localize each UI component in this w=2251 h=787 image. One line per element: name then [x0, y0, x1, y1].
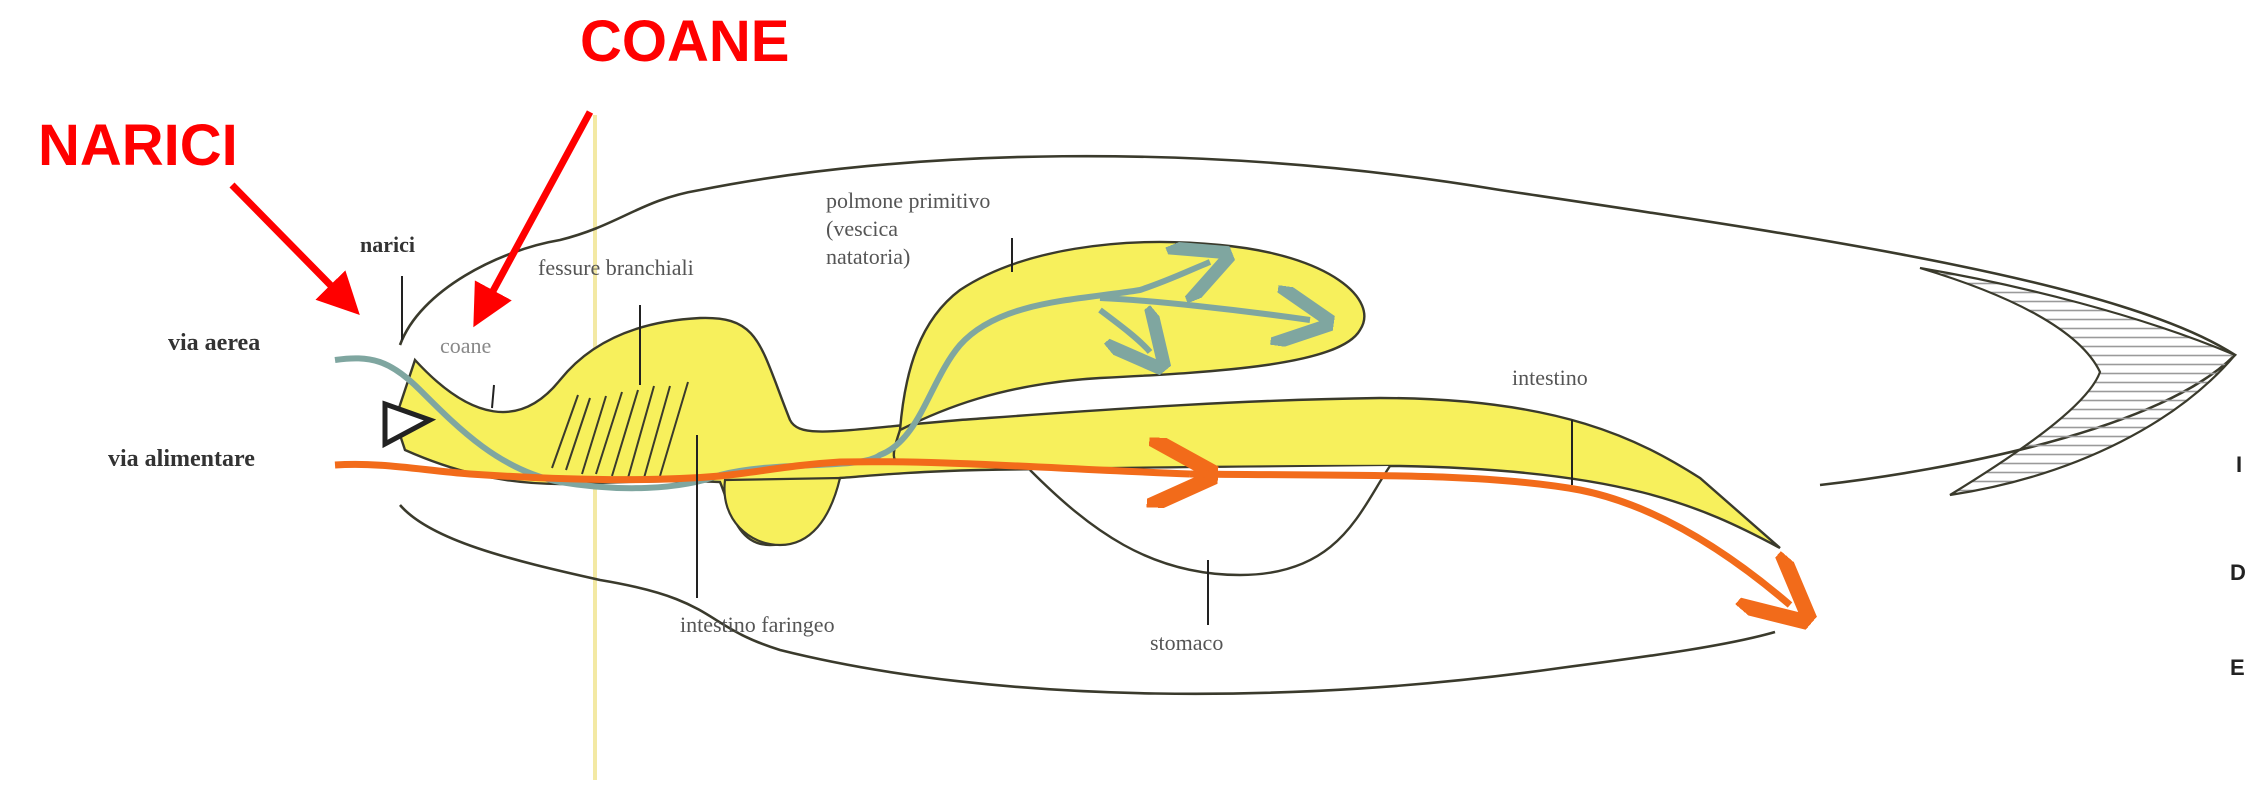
polmone-label-line1: polmone primitivo	[826, 188, 991, 213]
coane-pointer	[491, 384, 495, 409]
polmone-label-line3: natatoria)	[826, 244, 911, 269]
edge-letter-3: E	[2230, 655, 2245, 680]
air-path-branch-2	[1098, 310, 1150, 352]
intestino-faringeo-label: intestino faringeo	[680, 612, 835, 637]
narici-label: narici	[360, 232, 415, 257]
stomaco-label: stomaco	[1150, 630, 1224, 655]
fessure-branchiali-label: fessure branchiali	[538, 255, 694, 280]
food-path	[334, 462, 1190, 480]
edge-letter-1: I	[2236, 452, 2243, 477]
intestino-label: intestino	[1512, 365, 1588, 390]
stomach	[1029, 465, 1391, 577]
gill-slits	[551, 381, 689, 479]
narici-red-arrow	[229, 182, 360, 315]
edge-letter-2: D	[2230, 560, 2246, 585]
narici-annotation: NARICI	[38, 113, 238, 178]
polmone-label-line2: (vescica	[826, 216, 899, 241]
tail-region	[1919, 266, 2237, 497]
via-alimentare-label: via alimentare	[108, 446, 255, 472]
via-aerea-label: via aerea	[168, 330, 261, 356]
food-path-continued	[1189, 470, 1790, 605]
body-outline-lower	[399, 504, 1776, 696]
pharyngeal-loop	[723, 476, 842, 547]
mouth-triangle	[382, 400, 437, 449]
air-path-branch-1	[1099, 298, 1310, 320]
coane-annotation: COANE	[580, 9, 790, 74]
coane-label: coane	[440, 333, 492, 358]
coane-red-arrow	[473, 110, 594, 328]
